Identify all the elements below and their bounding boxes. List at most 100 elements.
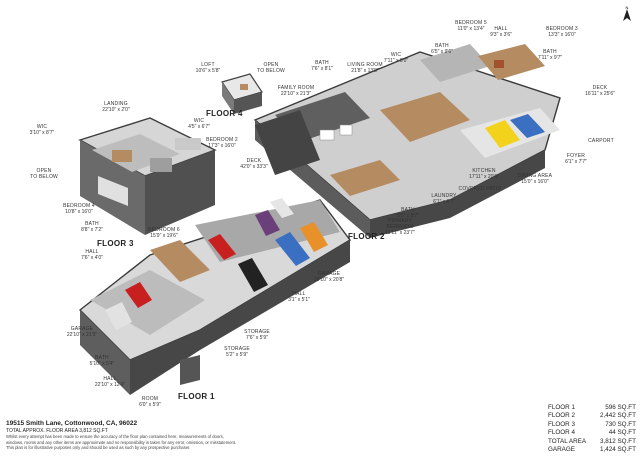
room-dims: 42'0" x 33'3" [240, 164, 268, 170]
room-dims: 7'6" x 8'1" [311, 66, 333, 72]
room-name: BEDROOM 5 [455, 20, 487, 26]
floor1-title: FLOOR 1 [178, 392, 215, 401]
room-name: BATH [315, 60, 329, 66]
area-label: FLOOR 4 [548, 429, 575, 437]
room-name: BATH [435, 43, 449, 49]
room-dims: 22'10" x 2'0" [102, 107, 130, 113]
room-name: FAMILY ROOM [277, 85, 315, 91]
room-name: COVERED PATIO [458, 186, 502, 192]
room-name: PRIMARY BEDROOM [386, 218, 414, 230]
area-label: GARAGE [548, 446, 575, 454]
area-row: FLOOR 4 44 SQ.FT [548, 429, 636, 437]
room-name: STORAGE [224, 346, 250, 352]
room-name: GARAGE [317, 271, 341, 277]
room-dims: 10'6" x 5'8" [195, 68, 221, 74]
room-name: GARAGE [70, 326, 94, 332]
room-name: HALL [494, 26, 508, 32]
room-dims: 11'0" x 13'4" [457, 26, 485, 32]
room-dims: 22'10" x 12'4" [94, 382, 126, 388]
room-name: BATH [401, 207, 415, 213]
room-name: BATH [95, 355, 109, 361]
room-dims: 5'10" x 5'4" [89, 361, 115, 367]
area-row: FLOOR 3 730 SQ.FT [548, 421, 636, 429]
room-dims: 6'1" x 7'7" [565, 159, 587, 165]
disclaimer-line: This plan is for illustrative purposes o… [6, 445, 191, 450]
floor4-title: FLOOR 4 [206, 109, 243, 118]
room-name: HALL [292, 291, 306, 297]
room-name: BATH [543, 49, 557, 55]
room-name: LANDING [104, 101, 128, 107]
room-label-open-to-below-f3: OPEN TO BELOW [30, 168, 58, 180]
room-dims: 7'6" x 5'9" [246, 335, 268, 341]
room-dims: 17'11" x 20'6" [469, 174, 499, 180]
disclaimer-line: windows, rooms and any other items are a… [6, 439, 237, 445]
room-dims: 5'2" x 5'9" [226, 352, 248, 358]
room-label-covered-patio: COVERED PATIO [459, 186, 502, 192]
area-value: 2,442 SQ.FT [599, 412, 636, 420]
room-name: BEDROOM 2 [206, 137, 238, 143]
room-dims: 22'10" x 21'3" [66, 332, 98, 338]
area-value: 44 SQ.FT [608, 429, 636, 437]
room-label-carport: CARPORT [588, 138, 614, 144]
room-dims: 5'2" x 8'7" [397, 213, 419, 219]
room-dims: 3'10" x 8'7" [29, 130, 55, 136]
floor3-block [78, 117, 217, 235]
floor2-block [253, 44, 561, 238]
room-dims: 6'1" x 6'7" [433, 199, 455, 205]
area-value: 730 SQ.FT [605, 420, 636, 428]
compass-label: N [626, 6, 629, 10]
total-area-line: TOTAL APPROX. FLOOR AREA 3,812 SQ.FT [6, 428, 108, 434]
property-address: 19515 Smith Lane, Cottonwood, CA, 96022 [6, 420, 138, 427]
room-name: BEDROOM 3 [546, 26, 578, 32]
room-dims: 7'6" x 4'0" [81, 255, 103, 261]
area-label: FLOOR 3 [548, 420, 575, 428]
room-dims: 15'0" x 16'0" [521, 179, 549, 185]
area-value: 596 SQ.FT [605, 404, 636, 411]
room-dims: 11'11" x 23'7" [385, 230, 415, 236]
room-name: BEDROOM 6 [148, 227, 180, 233]
compass-icon: N [620, 5, 634, 24]
room-name: BEDROOM 4 [63, 203, 95, 209]
footer-info: 19515 Smith Lane, Cottonwood, CA, 96022 … [6, 420, 336, 451]
room-name: LAUNDRY [431, 193, 457, 199]
room-name: LIVING ROOM [347, 62, 383, 68]
room-name: HALL [85, 249, 99, 255]
floor4-block [221, 73, 263, 114]
room-name: DINING AREA [517, 173, 553, 179]
floor3-title: FLOOR 3 [97, 239, 134, 248]
room-dims: 4'5" x 6'7" [188, 124, 210, 130]
room-dims: 39'10" x 20'8" [313, 277, 345, 283]
disclaimer-line: Whilst every attempt has been made to en… [6, 434, 224, 439]
room-name: ROOM [141, 396, 159, 402]
area-value: 3,812 SQ.FT [599, 437, 636, 445]
